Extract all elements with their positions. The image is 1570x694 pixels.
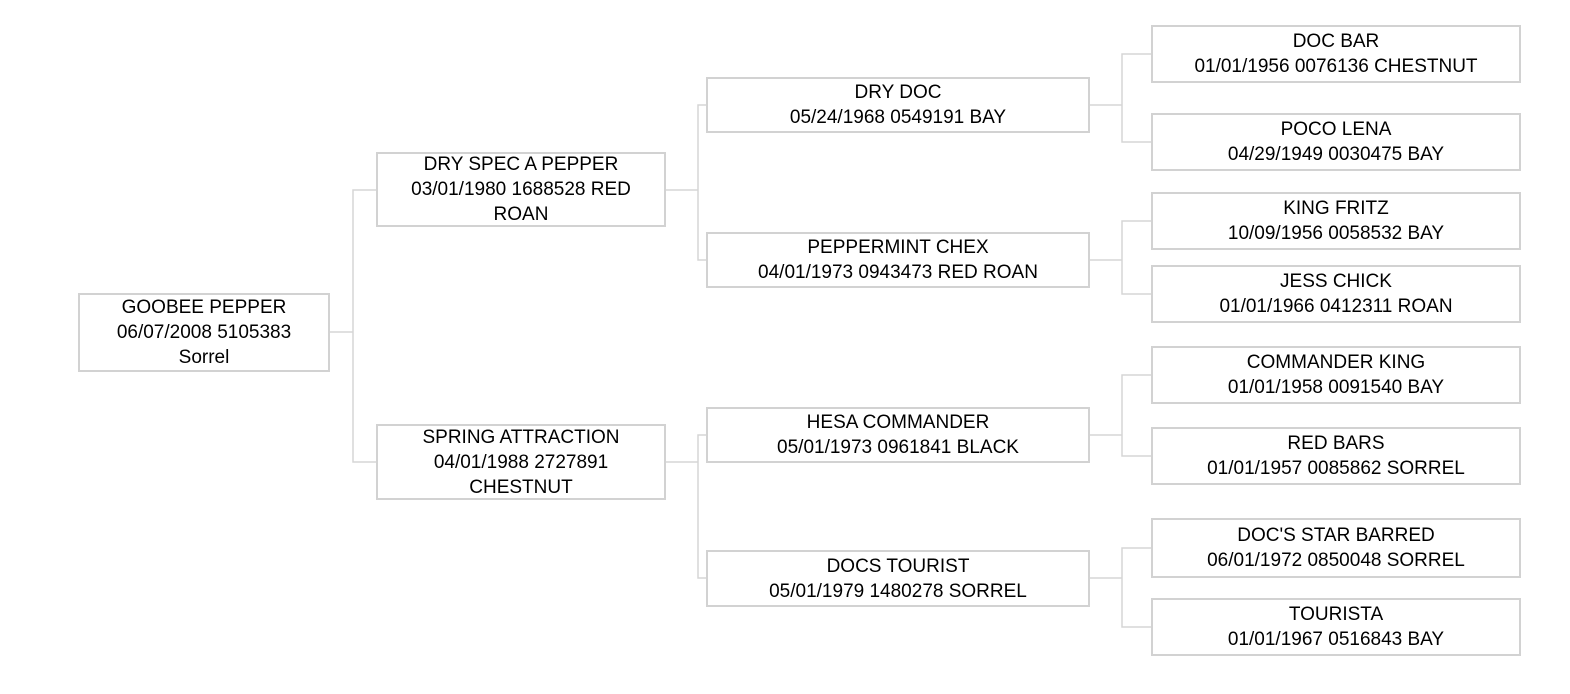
- horse-reg-number: 0961841: [877, 437, 952, 458]
- horse-foal-date: 01/01/1967: [1227, 629, 1323, 650]
- horse-details: 05/01/1973 0961841 BLACK: [714, 435, 1082, 460]
- horse-details: 10/09/1956 0058532 BAY: [1159, 221, 1513, 246]
- horse-reg-number: 0076136: [1294, 56, 1369, 77]
- horse-foal-date: 05/24/1968: [789, 107, 885, 128]
- pedigree-box-dam-dam-sire: DOC'S STAR BARRED 06/01/1972 0850048 SOR…: [1151, 518, 1521, 578]
- connector-sire-to-parents: [666, 104, 706, 261]
- horse-reg-number: 0549191: [890, 107, 965, 128]
- horse-reg-number: 0516843: [1328, 629, 1403, 650]
- horse-details: 05/01/1979 1480278 SORREL: [714, 579, 1082, 604]
- horse-name: TOURISTA: [1288, 604, 1384, 625]
- horse-reg-number: 0412311: [1319, 296, 1393, 317]
- horse-name: JESS CHICK: [1280, 271, 1392, 292]
- connector-sire-sire-to-parents: [1090, 53, 1151, 143]
- horse-coat-color: BAY: [1407, 144, 1445, 165]
- horse-reg-number: 1688528: [511, 179, 586, 200]
- horse-foal-date: 05/01/1979: [769, 580, 865, 602]
- connector-dam-to-parents: [666, 434, 706, 579]
- pedigree-box-dam-sire: HESA COMMANDER 05/01/1973 0961841 BLACK: [706, 407, 1090, 463]
- horse-foal-date: 01/01/1966: [1219, 296, 1315, 317]
- horse-coat-color: ROAN: [1397, 296, 1453, 317]
- pedigree-box-dam-sire-dam: RED BARS 01/01/1957 0085862 SORREL: [1151, 427, 1521, 485]
- horse-name: GOOBEE PEPPER: [121, 297, 287, 318]
- horse-coat-color: CHESTNUT: [1374, 56, 1478, 77]
- horse-coat-color: SORREL: [948, 580, 1027, 602]
- horse-details: 04/29/1949 0030475 BAY: [1159, 142, 1513, 167]
- horse-foal-date: 06/07/2008: [116, 322, 212, 343]
- horse-reg-number: 0850048: [1307, 550, 1382, 571]
- horse-coat-color: BAY: [1407, 377, 1445, 398]
- horse-foal-date: 06/01/1972: [1207, 550, 1303, 571]
- horse-reg-number: 0085862: [1307, 458, 1382, 479]
- horse-foal-date: 03/01/1980: [411, 179, 507, 200]
- pedigree-box-dam-dam-dam: TOURISTA 01/01/1967 0516843 BAY: [1151, 598, 1521, 656]
- horse-coat-color: BAY: [969, 107, 1007, 128]
- horse-name: DOC'S STAR BARRED: [1237, 525, 1435, 546]
- horse-name: COMMANDER KING: [1246, 352, 1426, 373]
- pedigree-box-sire-sire-dam: POCO LENA 04/29/1949 0030475 BAY: [1151, 113, 1521, 171]
- pedigree-box-sire-sire: DRY DOC 05/24/1968 0549191 BAY: [706, 77, 1090, 133]
- pedigree-box-sire-dam-dam: JESS CHICK 01/01/1966 0412311 ROAN: [1151, 265, 1521, 323]
- horse-foal-date: 04/01/1988: [433, 451, 529, 473]
- horse-details: 04/01/1973 0943473 RED ROAN: [714, 260, 1082, 285]
- pedigree-box-subject: GOOBEE PEPPER 06/07/2008 5105383 Sorrel: [78, 293, 330, 372]
- pedigree-box-sire-sire-sire: DOC BAR 01/01/1956 0076136 CHESTNUT: [1151, 25, 1521, 83]
- pedigree-box-sire: DRY SPEC A PEPPER 03/01/1980 1688528 RED…: [376, 152, 666, 227]
- horse-name: HESA COMMANDER: [806, 412, 990, 433]
- horse-foal-date: 04/29/1949: [1227, 144, 1323, 165]
- horse-foal-date: 01/01/1956: [1194, 56, 1290, 77]
- horse-reg-number: 1480278: [869, 580, 944, 602]
- horse-name: DRY DOC: [854, 82, 942, 103]
- horse-name: PEPPERMINT CHEX: [807, 237, 989, 258]
- horse-details: 06/01/1972 0850048 SORREL: [1159, 548, 1513, 573]
- horse-details: 05/24/1968 0549191 BAY: [714, 105, 1082, 130]
- horse-name: RED BARS: [1287, 433, 1385, 454]
- horse-coat-color: BLACK: [956, 437, 1019, 458]
- pedigree-box-sire-dam: PEPPERMINT CHEX 04/01/1973 0943473 RED R…: [706, 232, 1090, 288]
- horse-coat-color: BAY: [1407, 223, 1445, 244]
- horse-foal-date: 01/01/1957: [1207, 458, 1303, 479]
- pedigree-box-sire-dam-sire: KING FRITZ 10/09/1956 0058532 BAY: [1151, 192, 1521, 250]
- horse-details: 01/01/1957 0085862 SORREL: [1159, 456, 1513, 481]
- horse-foal-date: 01/01/1958: [1227, 377, 1323, 398]
- pedigree-box-dam-sire-sire: COMMANDER KING 01/01/1958 0091540 BAY: [1151, 346, 1521, 404]
- horse-coat-color: RED ROAN: [937, 262, 1038, 283]
- horse-name: KING FRITZ: [1283, 198, 1389, 219]
- horse-foal-date: 04/01/1973: [758, 262, 854, 283]
- pedigree-box-dam: SPRING ATTRACTION 04/01/1988 2727891 CHE…: [376, 424, 666, 500]
- horse-reg-number: 0030475: [1328, 144, 1403, 165]
- connector-dam-dam-to-parents: [1090, 547, 1151, 628]
- horse-details: 03/01/1980 1688528 RED ROAN: [388, 177, 654, 227]
- horse-details: 06/07/2008 5105383 Sorrel: [100, 320, 308, 370]
- horse-reg-number: 0943473: [858, 262, 933, 283]
- horse-reg-number: 2727891: [534, 451, 609, 473]
- horse-details: 04/01/1988 2727891 CHESTNUT: [388, 450, 654, 500]
- horse-reg-number: 5105383: [217, 322, 292, 343]
- connector-sire-dam-to-parents: [1090, 220, 1151, 295]
- horse-details: 01/01/1956 0076136 CHESTNUT: [1159, 54, 1513, 79]
- horse-coat-color: BAY: [1407, 629, 1445, 650]
- horse-details: 01/01/1966 0412311 ROAN: [1159, 294, 1513, 319]
- horse-name: POCO LENA: [1280, 119, 1392, 140]
- horse-name: DOC BAR: [1292, 31, 1380, 52]
- horse-details: 01/01/1958 0091540 BAY: [1159, 375, 1513, 400]
- horse-coat-color: SORREL: [1386, 458, 1465, 479]
- pedigree-box-dam-dam: DOCS TOURIST 05/01/1979 1480278 SORREL: [706, 550, 1090, 607]
- horse-coat-color: CHESTNUT: [469, 476, 573, 498]
- horse-coat-color: SORREL: [1386, 550, 1465, 571]
- horse-name: DOCS TOURIST: [826, 555, 970, 577]
- horse-name: SPRING ATTRACTION: [422, 426, 620, 448]
- connector-subject-to-parents: [330, 189, 376, 463]
- horse-foal-date: 10/09/1956: [1227, 223, 1323, 244]
- horse-foal-date: 05/01/1973: [777, 437, 873, 458]
- horse-coat-color: Sorrel: [178, 347, 230, 368]
- horse-details: 01/01/1967 0516843 BAY: [1159, 627, 1513, 652]
- horse-name: DRY SPEC A PEPPER: [423, 154, 619, 175]
- horse-coat-color: RED ROAN: [493, 179, 631, 225]
- connector-dam-sire-to-parents: [1090, 374, 1151, 457]
- horse-reg-number: 0091540: [1328, 377, 1403, 398]
- horse-reg-number: 0058532: [1328, 223, 1403, 244]
